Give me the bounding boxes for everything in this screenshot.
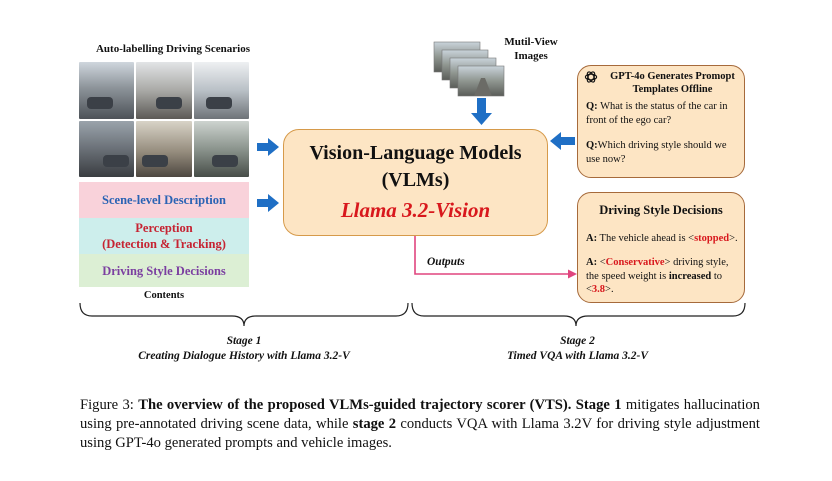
auto-labelling-title: Auto-labelling Driving Scenarios [95,43,250,55]
a1-post: >. [729,233,738,244]
decisions-box [577,192,745,303]
gpt-box-title: GPT-4o Generates Promopt Templates Offli… [600,70,745,96]
a2-pre: < [597,257,606,268]
a1-value: stopped [694,233,730,244]
arrow-contents-to-vlm [257,194,279,212]
arrow-gpt-to-vlm [550,132,575,150]
q1-text: What is the status of the car in front o… [586,101,728,126]
a1-prefix: A: [586,233,598,244]
scene-image [136,120,192,177]
q2-text: Which driving style should we use now? [586,140,727,165]
a2-post: >. [605,284,614,295]
multi-view-label-line2: Images [514,50,548,62]
question-1: Q: What is the status of the car in fron… [586,100,741,127]
caption-text2: conducts VQA with Llama 3.2V for driving… [80,416,760,451]
gpt-title-line1: GPT-4o Generates Promopt [610,71,735,82]
outputs-label: Outputs [427,256,465,268]
decisions-title: Driving Style Decisions [599,203,723,217]
a1-pre: The vehicle ahead is < [597,233,695,244]
caption-bold1: The overview of the proposed VLMs-guided… [138,397,622,413]
scene-image [193,62,249,119]
scene-image [79,120,135,177]
figure-caption: Figure 3: The overview of the proposed V… [80,396,760,453]
question-2: Q:Which driving style should we use now? [586,139,741,166]
arrow-images-to-vlm [471,98,492,125]
perception-label: Perception (Detection & Tracking) [102,220,226,252]
a2-mid2: to < [586,270,723,296]
a2-mid: > driving style, the speed weight is [586,257,729,282]
driving-style-row: Driving Style Decisions [79,254,249,287]
scene-image [193,120,249,177]
stage2-title: Stage 2 [560,335,595,347]
caption-prefix: Figure 3: [80,397,139,413]
stage2-subtitle: Timed VQA with Llama 3.2-V [506,350,649,362]
stage2-label: Stage 2 Timed VQA with Llama 3.2-V [410,334,745,364]
vlm-model-name: Llama 3.2-Vision [340,198,491,222]
arrow-scenes-to-vlm [257,138,279,156]
perception-row: Perception (Detection & Tracking) [79,218,249,254]
stage2-brace [411,302,746,327]
stage1-brace [79,302,409,327]
vlm-subtitle: (VLMs) [381,169,450,191]
stage1-label: Stage 1 Creating Dialogue History with L… [79,334,409,364]
vlm-box [283,129,548,236]
multi-view-label-line1: Mutil-View [504,36,558,48]
gpt-prompt-box [577,65,745,178]
driving-style-label: Driving Style Decisions [102,263,226,278]
contents-label: Contents [143,290,185,301]
answer-2: A: <Conservative> driving style, the spe… [586,256,742,297]
a2-value: Conservative [605,257,665,268]
a2-prefix: A: [586,257,598,268]
caption-bold2: stage 2 [352,416,397,432]
stage1-title: Stage 1 [226,335,262,347]
driving-scene-images [79,62,249,177]
scene-level-label: Scene-level Description [102,193,226,207]
openai-logo-icon [584,71,598,83]
scene-image [79,62,135,119]
scene-level-description: Scene-level Description [79,182,249,218]
gpt-title-line2: Templates Offline [632,84,713,95]
multi-view-label: Mutil-View Images [491,35,571,63]
perception-line2: (Detection & Tracking) [102,237,226,251]
answer-1: A: The vehicle ahead is <stopped>. [586,232,742,246]
caption-text1: mitigates hallucination using pre-annota… [80,397,760,432]
q1-prefix: Q: [586,101,598,112]
vlm-title: Vision-Language Models [309,142,522,164]
a2-bold: increased [668,270,712,282]
a2-num: 3.8 [591,284,606,295]
multi-view-images [433,41,505,97]
perception-line1: Perception [135,221,193,235]
outputs-arrow [414,236,577,279]
q2-prefix: Q: [586,140,598,151]
stage1-subtitle: Creating Dialogue History with Llama 3.2… [138,350,350,362]
scene-image [136,62,192,119]
contents-stack: Scene-level Description Perception (Dete… [79,182,249,287]
